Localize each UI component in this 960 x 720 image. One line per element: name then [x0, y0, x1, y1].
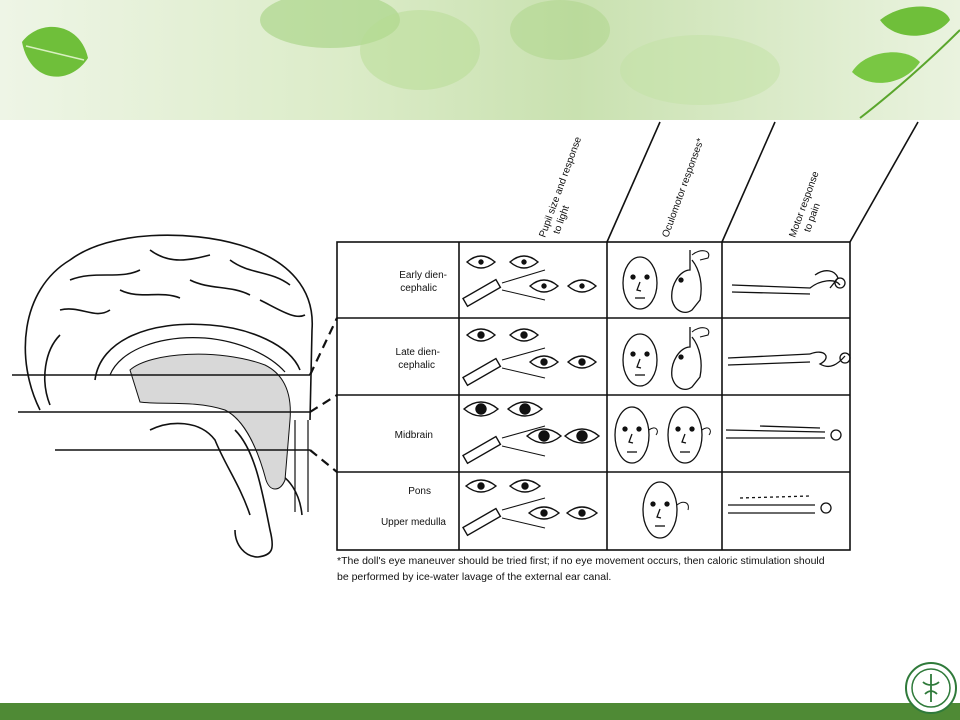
- face-icon: [622, 333, 658, 387]
- row-label-late-diencephalic: Late dien- cephalic: [396, 347, 440, 371]
- eye-icon: [506, 401, 544, 417]
- leaf-right-top-icon: [852, 6, 960, 119]
- flashlight-icon: [462, 497, 546, 537]
- eye-icon: [566, 279, 598, 293]
- face-icon: [642, 481, 689, 539]
- eye-icon: [528, 355, 560, 369]
- row-label-line: Late dien-: [396, 347, 440, 358]
- brain-sagittal-drawing: [24, 234, 313, 558]
- row-label-early-diencephalic: Early dien- cephalic: [399, 270, 447, 294]
- face-icon: [614, 406, 658, 464]
- eye-icon: [464, 479, 498, 493]
- eye-icon: [528, 279, 560, 293]
- body-flaccid-icon: [728, 495, 832, 514]
- brain-herniation-diagram: Pupil size and response to light Oculomo…: [0, 120, 935, 640]
- row-label-line: Pons: [408, 486, 431, 497]
- body-decorticate-icon: [727, 351, 851, 368]
- oculomotor-face-icons: [614, 250, 711, 539]
- eye-icon: [508, 328, 540, 342]
- row-label-line: Early dien-: [399, 270, 447, 281]
- leaf-left-icon: [22, 26, 88, 77]
- footnote-line2: be performed by ice-water lavage of the …: [337, 571, 611, 583]
- footnote-line1: *The doll's eye maneuver should be tried…: [337, 555, 825, 567]
- eye-icon: [462, 401, 500, 417]
- eye-icon: [566, 355, 598, 369]
- brainstem-shading: [129, 353, 291, 490]
- row-label-line: Upper medulla: [381, 517, 446, 528]
- eye-icon: [508, 479, 542, 493]
- flashlight-icon: [462, 269, 546, 308]
- body-decerebrate-icon: [725, 425, 842, 441]
- row-label-line: Midbrain: [395, 430, 433, 441]
- row-label-pons-medulla: Pons Upper medulla: [381, 486, 446, 528]
- row-label-line: cephalic: [400, 283, 437, 294]
- footer-bar: [0, 703, 960, 720]
- eye-icon: [465, 255, 497, 269]
- face-turned-icon: [671, 250, 710, 313]
- dashed-connectors: [309, 317, 338, 473]
- flashlight-icon: [462, 347, 546, 387]
- eye-icon: [508, 255, 540, 269]
- eye-icon: [563, 428, 601, 444]
- row-label-line: cephalic: [398, 360, 435, 371]
- pupil-eye-icons: [462, 255, 601, 537]
- motor-response-figures: [725, 270, 851, 514]
- table-grid: [336, 121, 919, 551]
- eye-icon: [465, 328, 497, 342]
- row-label-midbrain: Midbrain: [395, 430, 433, 441]
- body-flexion-icon: [731, 270, 846, 295]
- university-seal-icon: [905, 662, 957, 714]
- face-icon: [667, 406, 711, 464]
- eye-icon: [525, 428, 563, 444]
- level-lines: [12, 374, 310, 451]
- leaf-banner: [0, 0, 960, 120]
- eye-icon: [527, 506, 561, 520]
- face-icon: [622, 256, 658, 310]
- eye-icon: [565, 506, 599, 520]
- flashlight-icon: [462, 425, 546, 465]
- face-turned-icon: [671, 327, 710, 390]
